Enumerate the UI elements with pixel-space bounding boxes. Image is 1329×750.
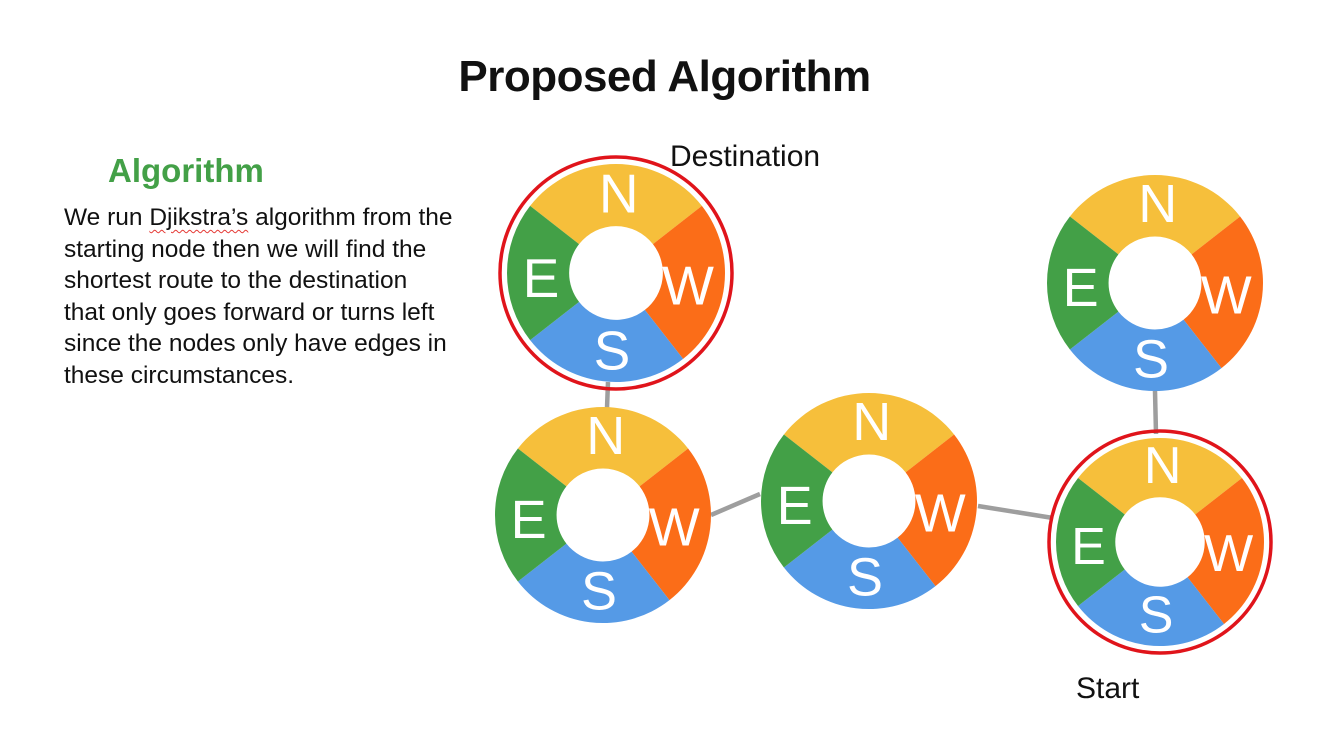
north-segment	[783, 393, 955, 473]
east-letter: E	[777, 476, 813, 536]
start-label: Start	[1076, 672, 1140, 705]
west-segment	[631, 448, 711, 601]
destination-label: Destination	[670, 140, 820, 173]
highlight-rings	[498, 155, 1273, 655]
south-letter: S	[581, 562, 617, 622]
north-letter: N	[1138, 174, 1177, 234]
west-segment	[1187, 477, 1264, 624]
south-segment	[517, 543, 670, 624]
north-segment	[517, 407, 689, 487]
west-segment	[644, 205, 725, 359]
east-letter: E	[511, 490, 547, 550]
west-letter: W	[649, 498, 700, 558]
west-segment	[897, 434, 977, 587]
south-segment	[530, 301, 684, 382]
east-segment	[1047, 216, 1119, 350]
south-segment	[1078, 569, 1225, 646]
east-segment	[1056, 477, 1125, 607]
north-segment	[530, 163, 702, 245]
south-segment	[783, 529, 936, 610]
north-segment	[1078, 438, 1242, 515]
start-highlight-ring	[1047, 429, 1273, 655]
north-letter: N	[586, 406, 625, 466]
west-segment	[1183, 216, 1263, 369]
graph-edge-3	[977, 503, 1054, 521]
description-part-2: algorithm from the starting node then we…	[64, 204, 453, 389]
east-segment	[495, 448, 567, 582]
destination-highlight-ring	[498, 155, 734, 391]
north-letter: N	[1144, 437, 1182, 495]
south-segment	[1069, 311, 1222, 391]
south-letter: S	[847, 548, 883, 608]
west-letter: W	[915, 484, 966, 544]
algorithm-heading: Algorithm	[108, 152, 264, 189]
north-letter: N	[852, 392, 891, 452]
misspelled-word: Djikstra’s	[149, 204, 249, 231]
east-segment	[761, 434, 833, 568]
graph-edge-1	[604, 381, 611, 409]
slide-title: Proposed Algorithm	[458, 52, 871, 101]
description-part-1: We run	[64, 204, 150, 231]
algorithm-description: We run Djikstra’s algorithm from the sta…	[64, 202, 454, 391]
west-letter: W	[662, 255, 714, 317]
east-segment	[507, 205, 580, 341]
south-letter: S	[1133, 330, 1169, 390]
graph-edges	[604, 381, 1159, 521]
east-letter: E	[523, 247, 560, 309]
north-letter: N	[599, 162, 639, 224]
graph-edge-4	[1152, 390, 1159, 435]
graph-edge-2	[710, 491, 761, 518]
west-letter: W	[1204, 525, 1253, 583]
south-letter: S	[1139, 587, 1174, 645]
north-segment	[1069, 175, 1241, 255]
east-letter: E	[1063, 258, 1099, 318]
south-letter: S	[594, 319, 631, 381]
west-letter: W	[1201, 266, 1252, 326]
east-letter: E	[1071, 518, 1106, 576]
